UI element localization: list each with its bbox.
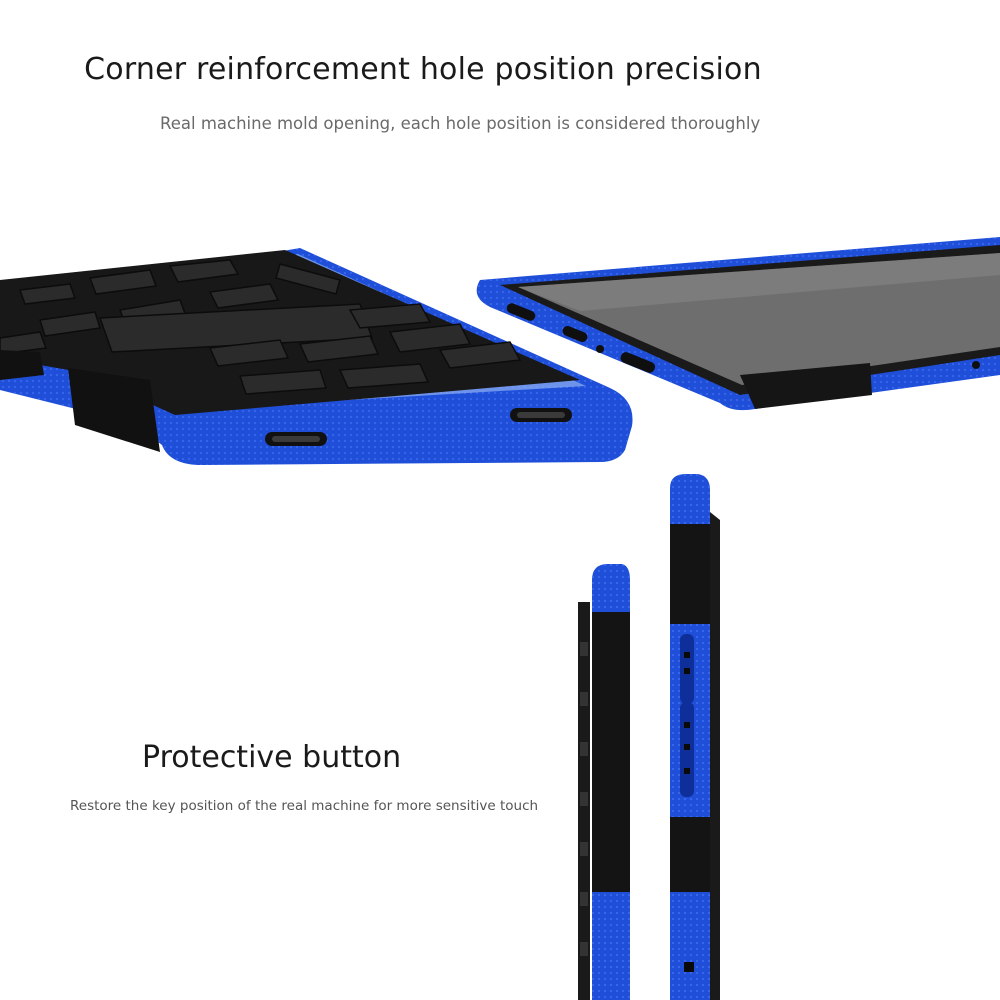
case-button-side-image — [670, 474, 720, 1000]
case-back-corner-image — [0, 248, 633, 466]
case-front-corner-image — [476, 237, 1000, 411]
corner-section-subtitle: Real machine mold opening, each hole pos… — [160, 114, 761, 133]
case-side-view-image — [578, 564, 630, 1000]
button-section-title: Protective button — [142, 740, 402, 775]
corner-section-title: Corner reinforcement hole position preci… — [84, 52, 762, 87]
button-section-subtitle: Restore the key position of the real mac… — [70, 798, 539, 814]
